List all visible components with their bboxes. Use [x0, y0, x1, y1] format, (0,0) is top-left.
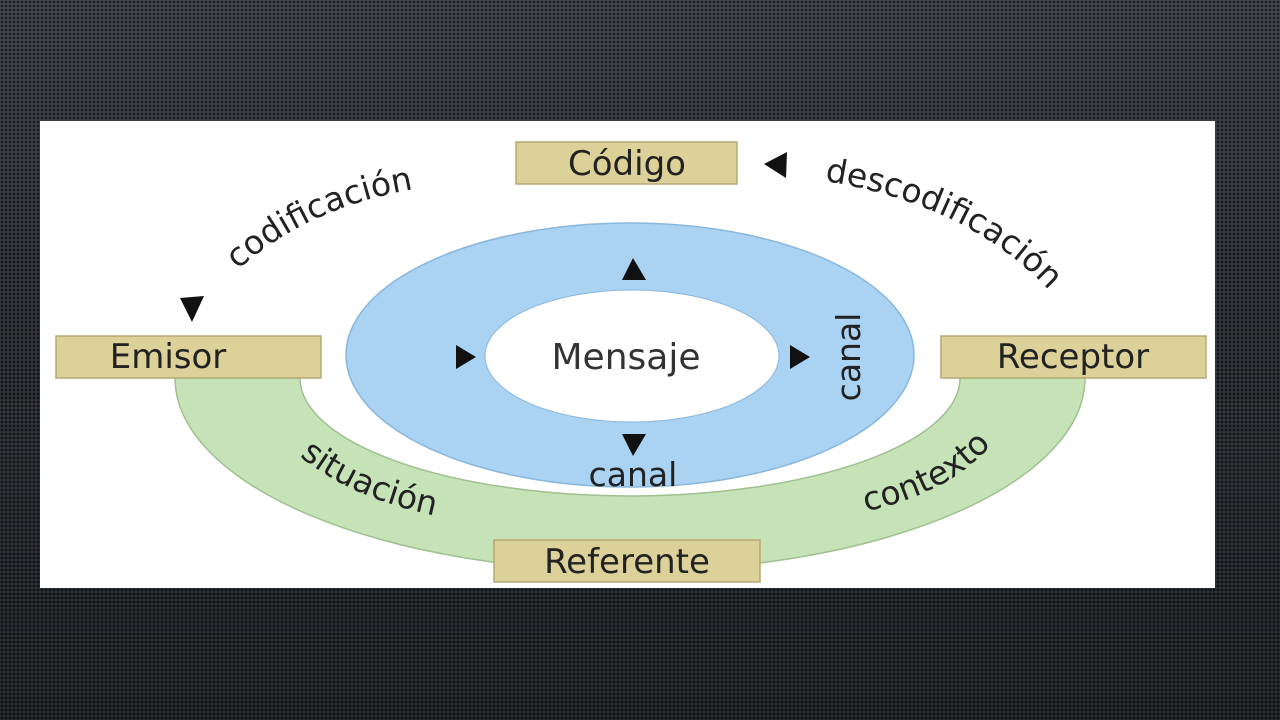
code-label: Código — [568, 144, 686, 184]
receiver-box — [940, 335, 1207, 379]
code-node: Código — [515, 141, 738, 185]
channel-label-bottom: canal — [589, 455, 678, 494]
sender-label: Emisor — [110, 337, 227, 377]
receiver-node: Receptor — [940, 335, 1207, 379]
arrow-up-icon — [622, 258, 646, 280]
referent-node: Referente — [493, 539, 761, 583]
code-box — [515, 141, 738, 185]
arrow-encoding-icon — [180, 296, 204, 322]
referent-label: Referente — [544, 542, 710, 582]
arrow-down-icon — [622, 434, 646, 456]
encoding-label: codificación — [218, 159, 415, 276]
arrow-right-icon — [790, 345, 810, 369]
context-band — [174, 377, 1086, 572]
decoding-text: descodificación — [823, 150, 1071, 296]
arrow-right-icon — [456, 345, 476, 369]
receiver-label: Receptor — [997, 337, 1149, 377]
encoding-text: codificación — [218, 159, 415, 276]
decoding-label: descodificación — [823, 150, 1071, 296]
message-label: Mensaje — [552, 337, 701, 378]
sender-box — [55, 335, 322, 379]
message-oval — [484, 289, 780, 423]
arrow-decoding-icon — [764, 152, 787, 178]
sender-node: Emisor — [55, 335, 322, 379]
referent-box — [493, 539, 761, 583]
channel-label-right: canal — [829, 313, 868, 402]
